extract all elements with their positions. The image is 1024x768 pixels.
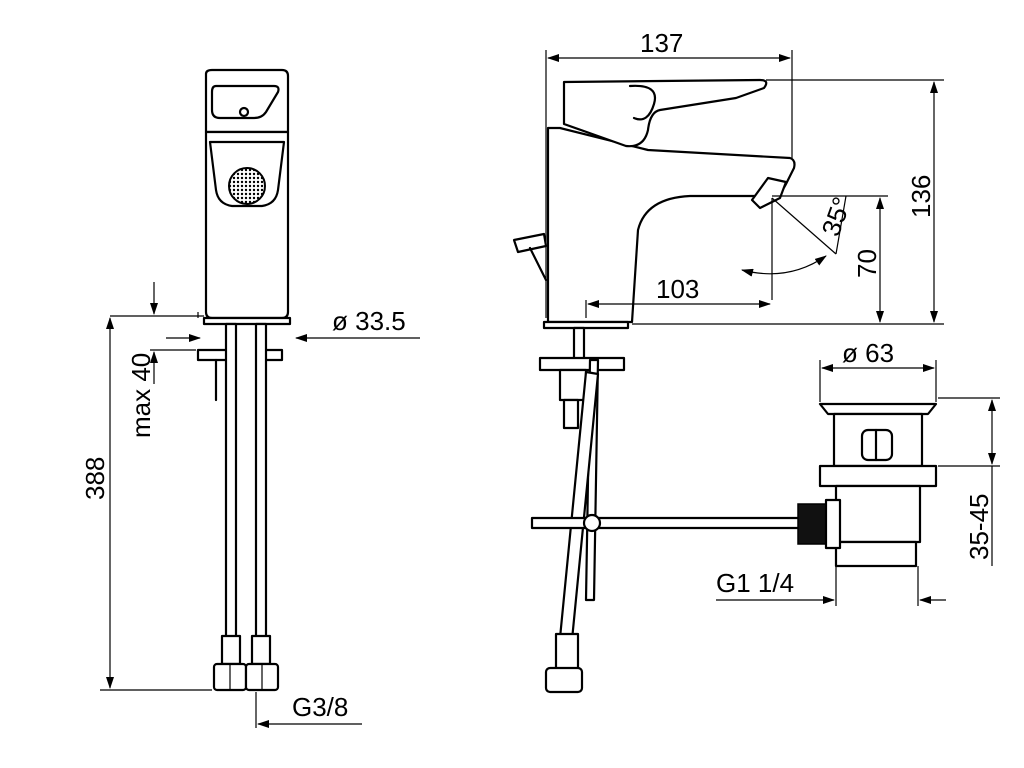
dim-label-35: 35° [815, 193, 857, 240]
side-base-plate [542, 320, 630, 330]
dim-label-g1-1-4: G1 1/4 [716, 568, 794, 598]
front-spout-housing [208, 140, 286, 208]
dim-label-diameter-33-5: ø 33.5 [332, 306, 406, 336]
side-nut [558, 368, 588, 402]
front-hose-ferrule-left [220, 634, 242, 666]
front-lever-recess [210, 84, 280, 120]
drain-overflow-nut [797, 503, 829, 545]
front-hose-right [254, 322, 268, 652]
front-lever-dot [238, 106, 250, 118]
front-view: ø 33.5 max 40 388 G3/8 [80, 68, 420, 728]
side-lever [562, 78, 768, 148]
front-lever [204, 68, 290, 134]
dim-label-diameter-63: ø 63 [842, 338, 894, 368]
front-hose-ferrule-right [250, 634, 272, 666]
side-hose-nut [544, 666, 584, 694]
side-lever-detail [628, 84, 657, 121]
dim-label-70: 70 [852, 249, 882, 278]
front-hose-left [224, 322, 238, 652]
dim-label-136: 136 [906, 175, 936, 218]
front-base-plate [202, 316, 292, 326]
dim-label-137: 137 [640, 28, 683, 58]
side-view: 137 136 70 35° 103 ø 63 35-45 [512, 28, 1000, 694]
side-hose-ferrule [554, 632, 580, 672]
dim-label-388: 388 [80, 457, 110, 500]
front-body [204, 130, 290, 320]
dim-label-103: 103 [656, 274, 699, 304]
side-spout-tip [750, 176, 788, 210]
front-aerator [228, 167, 266, 205]
side-washer [538, 356, 626, 372]
drain-flange [818, 464, 938, 488]
dim-label-g3-8: G3/8 [292, 692, 348, 722]
drain-cap [818, 402, 938, 416]
dim-label-35-45: 35-45 [964, 494, 994, 561]
side-link-rod [530, 516, 804, 530]
drain-body-lower [834, 484, 922, 544]
dim-arc-35 [741, 255, 827, 277]
dim-label-max-40: max 40 [126, 353, 156, 438]
